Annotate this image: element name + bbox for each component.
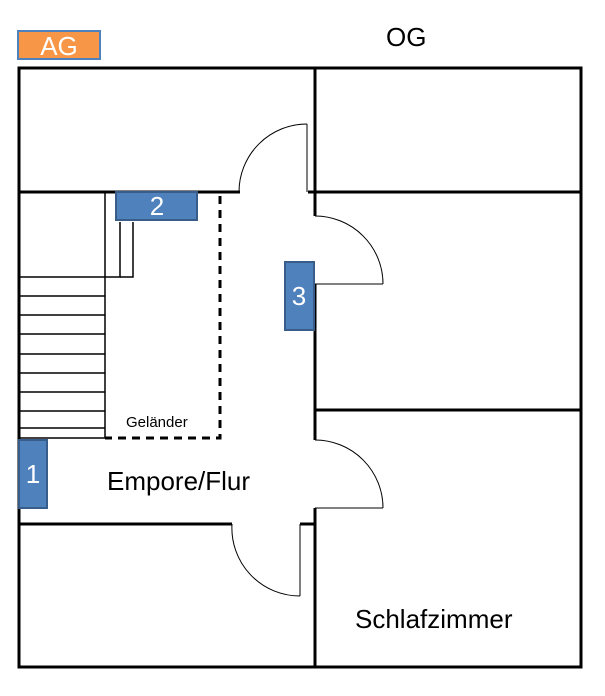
door-bedroom <box>314 439 384 509</box>
hallway-label: Empore/Flur <box>107 466 250 496</box>
bedroom-label: Schlafzimmer <box>355 604 513 634</box>
outer-wall <box>17 66 583 669</box>
marker-2-label: 2 <box>150 191 164 221</box>
door-openings <box>232 189 318 527</box>
ag-badge-label: AG <box>40 31 78 61</box>
door-right-middle-room <box>314 215 384 285</box>
door-bottom-left-room <box>231 523 301 597</box>
floor-label: OG <box>386 22 426 52</box>
marker-1-label: 1 <box>26 459 40 489</box>
railing-line <box>105 196 222 440</box>
ag-badge[interactable]: AG <box>17 30 101 61</box>
marker-1[interactable]: 1 <box>18 439 48 509</box>
marker-2[interactable]: 2 <box>115 191 198 221</box>
marker-3[interactable]: 3 <box>284 261 315 331</box>
door-top-room <box>238 123 308 193</box>
railing-label: Geländer <box>126 414 188 431</box>
staircase <box>19 192 134 439</box>
marker-3-label: 3 <box>292 281 306 311</box>
